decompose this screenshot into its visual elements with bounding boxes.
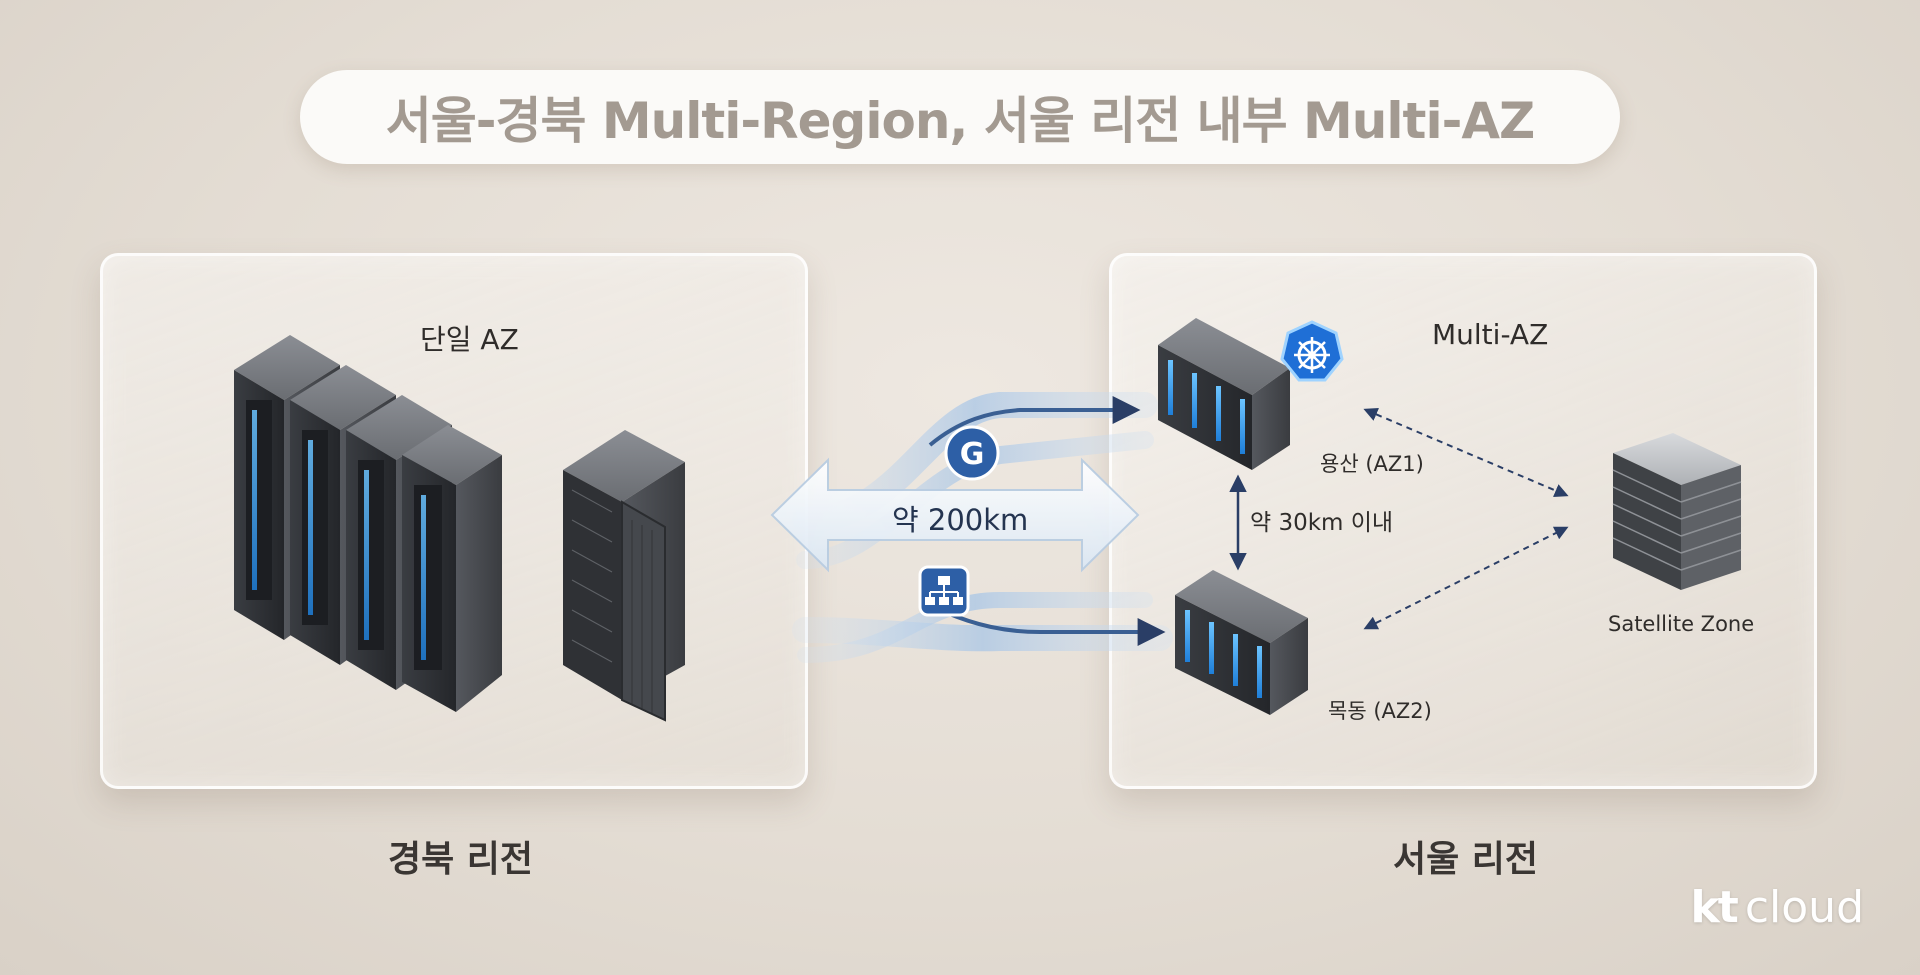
server-rack-cluster [234, 335, 502, 712]
logo-brand: kt [1690, 882, 1739, 933]
logo-product: cloud [1744, 882, 1864, 933]
open-server-cabinet [563, 430, 685, 722]
az2-server-racks [1175, 570, 1308, 715]
network-hierarchy-icon [918, 565, 970, 617]
gyeongbuk-region-name: 경북 리전 [388, 839, 534, 880]
satellite-server [1612, 433, 1742, 590]
kubernetes-helm-icon [1280, 320, 1344, 382]
title-banner: 서울-경북 Multi-Region, 서울 리전 내부 Multi-AZ [300, 70, 1620, 164]
az1-satellite-link [1363, 407, 1569, 498]
page-title: 서울-경북 Multi-Region, 서울 리전 내부 Multi-AZ [385, 92, 1536, 150]
distance-double-arrow [770, 457, 1140, 573]
left-panel-label: 단일 AZ [420, 323, 519, 356]
az2-label: 목동 (AZ2) [1328, 699, 1432, 723]
google-badge-icon: G [944, 425, 1000, 481]
az1-server-racks [1158, 318, 1290, 470]
server-rack-4 [402, 425, 502, 712]
google-badge-letter: G [960, 437, 985, 472]
satellite-zone-label: Satellite Zone [1608, 612, 1755, 636]
region-distance-label: 약 200km [892, 503, 1029, 537]
az2-satellite-link [1363, 526, 1569, 630]
right-panel-label: Multi-AZ [1432, 318, 1549, 351]
seoul-region-name: 서울 리전 [1393, 839, 1539, 880]
az-distance-label: 약 30km 이내 [1250, 510, 1394, 536]
az1-label: 용산 (AZ1) [1320, 452, 1424, 476]
